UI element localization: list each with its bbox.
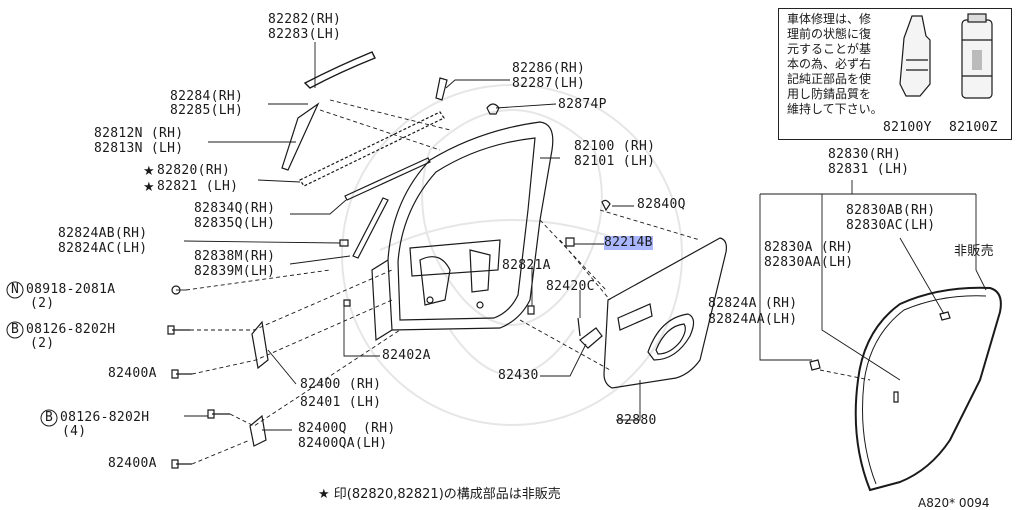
- note-line-5: 記純正部品を使: [787, 72, 872, 86]
- note-line-3: 元することが基: [787, 42, 872, 56]
- label-82880: 82880: [616, 413, 657, 428]
- screw-82214B: [565, 237, 575, 247]
- label-82400: 82400 (RH): [300, 377, 382, 392]
- label-08918: 08918-2081A: [26, 282, 116, 297]
- trim-panel-82880: [603, 237, 727, 389]
- label-82831: 82831 (LH): [828, 162, 910, 177]
- label-82874P: 82874P: [558, 97, 607, 112]
- belt-molding-82834Q: [344, 157, 431, 201]
- diagram-code: A820* 0094: [918, 496, 990, 510]
- star-mark-82820: ★: [143, 164, 155, 179]
- label-82821A: 82821A: [502, 258, 551, 273]
- label-82824A: 82824A (RH): [708, 296, 798, 311]
- label-82824AC: 82824AC(LH): [58, 241, 148, 256]
- label-82400QA: 82400QA(LH): [298, 436, 388, 451]
- sash-82838M: [352, 197, 389, 259]
- footer-note: ★ 印(82820,82821)の構成部品は非販売: [318, 487, 561, 502]
- outer-molding-82282: [303, 51, 376, 89]
- door-seal-82830: [854, 286, 1002, 492]
- label-82100Y: 82100Y: [883, 120, 932, 135]
- part-drawings: [167, 51, 1002, 492]
- clip-82824A: [809, 359, 821, 371]
- note-line-6: 用し防錆品質を: [787, 87, 872, 101]
- label-82101: 82101 (LH): [574, 154, 656, 169]
- label-82285: 82285(LH): [170, 103, 244, 118]
- label-82100: 82100 (RH): [574, 139, 656, 154]
- label-82830: 82830(RH): [828, 147, 902, 162]
- b-circle-icon-2: [40, 409, 58, 427]
- leader-lines: [176, 42, 987, 465]
- bolt-08126-b: [207, 409, 230, 419]
- label-82821: 82821 (LH): [157, 179, 239, 194]
- prefix-b-2: B: [45, 410, 54, 425]
- label-82401: 82401 (LH): [300, 395, 382, 410]
- label-82824AA: 82824AA(LH): [708, 312, 798, 327]
- clip-82830AB: [939, 311, 951, 321]
- label-82400Q: 82400Q (RH): [298, 421, 396, 436]
- note-line-1: 車体修理は、修: [787, 12, 872, 26]
- clip-82874P: [486, 103, 500, 115]
- note-line-4: 本の為、必ず右: [787, 57, 872, 71]
- label-82287: 82287(LH): [512, 76, 586, 91]
- bolt-82400A-b: [171, 459, 192, 469]
- n-circle-icon: [6, 281, 24, 299]
- label-82286: 82286(RH): [512, 61, 586, 76]
- b-circle-icon: [6, 321, 24, 339]
- label-82830AC: 82830AC(LH): [846, 218, 936, 233]
- label-82282: 82282(RH): [268, 12, 342, 27]
- label-not-for-sale: 非販売: [954, 244, 994, 259]
- label-82813N: 82813N (LH): [94, 141, 184, 156]
- note-line-7: 維持して下さい。: [787, 102, 883, 116]
- bolt-08126-a: [167, 325, 190, 335]
- note-line-2: 理前の状態に復: [787, 27, 872, 41]
- label-08126-a: 08126-8202H: [26, 322, 116, 337]
- label-82100Z: 82100Z: [949, 120, 998, 135]
- label-82400A-bottom: 82400A: [108, 456, 157, 471]
- sash-molding-82284: [281, 102, 320, 171]
- label-82402A: 82402A: [382, 348, 431, 363]
- clip-82830A: [893, 391, 899, 403]
- prefix-b: B: [11, 322, 20, 337]
- clip-82821A: [527, 305, 535, 315]
- label-08126-b-qty: (4): [62, 424, 87, 439]
- rod-82420C: [577, 317, 581, 337]
- label-82834Q: 82834Q(RH): [194, 201, 276, 216]
- label-82838M: 82838M(RH): [194, 249, 276, 264]
- clip-82840Q: [601, 199, 611, 212]
- label-82420C: 82420C: [546, 279, 595, 294]
- clip-82824AB: [339, 239, 349, 247]
- label-82839M: 82839M(LH): [194, 264, 276, 279]
- tube-82100Y-icon: [899, 15, 931, 97]
- label-82830AB: 82830AB(RH): [846, 203, 936, 218]
- label-82830AA: 82830AA(LH): [764, 255, 854, 270]
- star-mark-82821: ★: [143, 180, 155, 195]
- repair-note-box: 車体修理は、修 理前の状態に復 元することが基 本の為、必ず右 記純正部品を使 …: [778, 8, 1012, 140]
- label-82830A: 82830A (RH): [764, 240, 854, 255]
- door-shell-82100: [371, 121, 554, 342]
- hinge-82400Q: [249, 414, 267, 447]
- prefix-n: N: [11, 282, 20, 297]
- label-82400A-top: 82400A: [108, 366, 157, 381]
- hinge-82400: [251, 320, 269, 370]
- label-82824AB: 82824AB(RH): [58, 226, 148, 241]
- bolt-82400A-a: [171, 369, 192, 379]
- label-82284: 82284(RH): [170, 89, 244, 104]
- label-82812N: 82812N (RH): [94, 126, 184, 141]
- label-08126-b: 08126-8202H: [60, 410, 150, 425]
- weatherstrip-82812N: [299, 111, 445, 187]
- regulator-82430: [579, 327, 603, 349]
- label-82214B-highlighted[interactable]: 82214B: [604, 235, 653, 250]
- label-82283: 82283(LH): [268, 27, 342, 42]
- label-82835Q: 82835Q(LH): [194, 216, 276, 231]
- label-82430: 82430: [498, 368, 539, 383]
- label-08918-qty: (2): [30, 296, 55, 311]
- label-08126-a-qty: (2): [30, 336, 55, 351]
- corner-piece-82286: [435, 77, 448, 101]
- label-82840Q: 82840Q: [637, 197, 686, 212]
- label-82820: 82820(RH): [157, 163, 231, 178]
- product-images: [899, 13, 993, 99]
